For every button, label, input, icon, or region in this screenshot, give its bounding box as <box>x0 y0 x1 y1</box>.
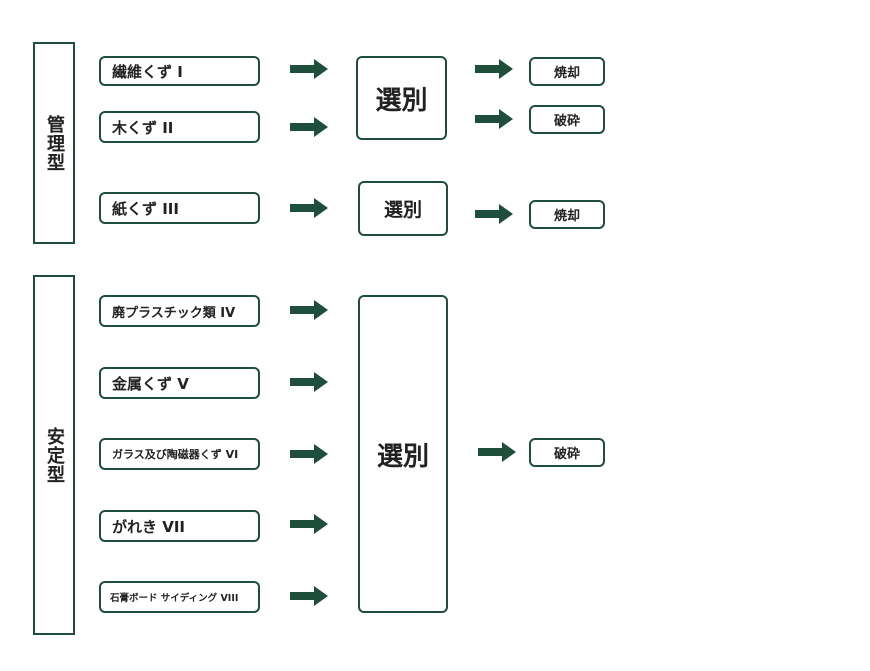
category-managed: 管理型 <box>33 42 75 244</box>
waste-item-gypsum-siding: 石膏ボード サイディング VIII <box>99 581 260 613</box>
process-sorting: 選別 <box>356 56 447 140</box>
category-stable: 安定型 <box>33 275 75 635</box>
right-arrow-icon <box>290 514 328 534</box>
process-sorting: 選別 <box>358 181 448 236</box>
output-incineration: 焼却 <box>529 57 605 86</box>
right-arrow-icon <box>290 59 328 79</box>
right-arrow-icon <box>478 442 516 462</box>
right-arrow-icon <box>475 204 513 224</box>
right-arrow-icon <box>475 59 513 79</box>
output-incineration: 焼却 <box>529 200 605 229</box>
output-crushing: 破砕 <box>529 438 605 467</box>
right-arrow-icon <box>475 109 513 129</box>
right-arrow-icon <box>290 117 328 137</box>
waste-item-rubble: がれき VII <box>99 510 260 542</box>
waste-item-glass-ceramic: ガラス及び陶磁器くず VI <box>99 438 260 470</box>
right-arrow-icon <box>290 444 328 464</box>
right-arrow-icon <box>290 300 328 320</box>
waste-item-wood: 木くず II <box>99 111 260 143</box>
right-arrow-icon <box>290 586 328 606</box>
waste-item-textile: 繊維くず I <box>99 56 260 86</box>
category-label: 安定型 <box>44 426 65 484</box>
right-arrow-icon <box>290 372 328 392</box>
right-arrow-icon <box>290 198 328 218</box>
output-crushing: 破砕 <box>529 105 605 134</box>
category-label: 管理型 <box>44 114 65 172</box>
waste-item-metal: 金属くず V <box>99 367 260 399</box>
waste-item-paper: 紙くず III <box>99 192 260 224</box>
process-sorting: 選別 <box>358 295 448 613</box>
waste-item-plastic: 廃プラスチック類 IV <box>99 295 260 327</box>
